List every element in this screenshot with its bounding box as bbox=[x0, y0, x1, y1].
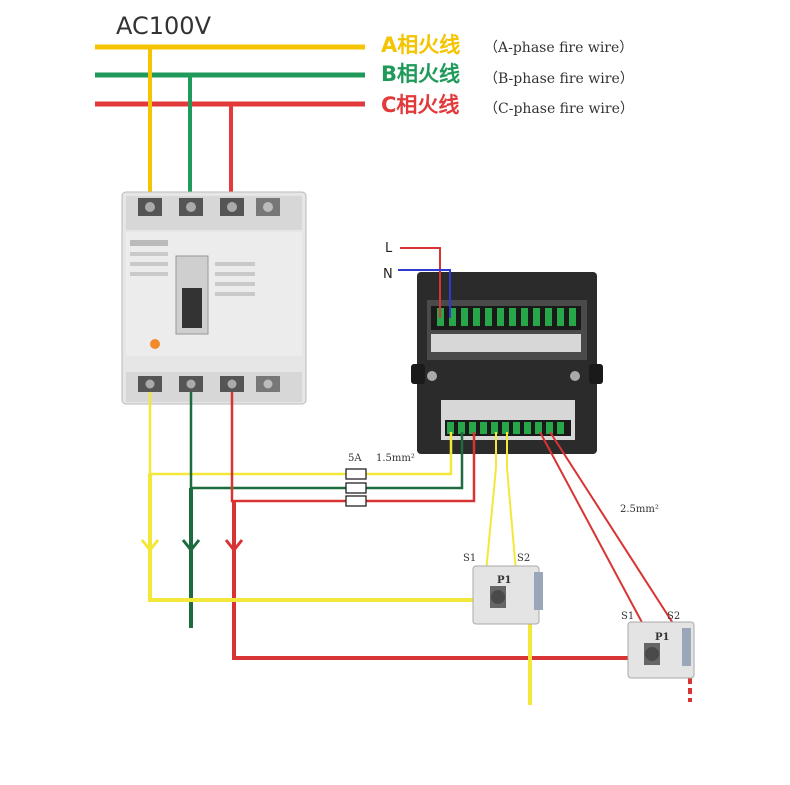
title: AC100V bbox=[116, 12, 212, 40]
phase-b-label: B相火线 bbox=[381, 62, 460, 86]
ct1-s1-wire bbox=[485, 432, 497, 573]
green-arrow bbox=[181, 539, 201, 553]
ct2-s2-label: S2 bbox=[667, 611, 680, 622]
current-transformer-2: P1 S1 S2 bbox=[621, 611, 695, 679]
wire-size-label-1: 1.5mm² bbox=[376, 453, 415, 464]
fuse-rating-label: 5A bbox=[348, 453, 362, 464]
fuse-yellow bbox=[345, 468, 367, 480]
n-wire bbox=[398, 269, 451, 318]
power-meter bbox=[411, 272, 603, 454]
yellow-arrow bbox=[140, 539, 160, 553]
fuse-red bbox=[345, 495, 367, 507]
fuse-green bbox=[345, 482, 367, 494]
ct2-s1-wire bbox=[539, 431, 646, 629]
red-arrow bbox=[224, 539, 244, 553]
l-label: L bbox=[385, 241, 393, 256]
phase-a-desc: （A-phase fire wire） bbox=[484, 40, 633, 56]
ct1-p1-label: P1 bbox=[497, 575, 511, 586]
ct2-s2-wire bbox=[549, 431, 677, 629]
l-wire bbox=[400, 247, 441, 318]
n-label: N bbox=[383, 267, 393, 282]
circuit-breaker bbox=[121, 191, 307, 405]
wire-size-label-2: 2.5mm² bbox=[620, 504, 659, 515]
ct2-p1-label: P1 bbox=[655, 632, 669, 643]
phase-b-desc: （B-phase fire wire） bbox=[484, 71, 634, 87]
green-voltage-wire bbox=[189, 392, 464, 490]
phase-c-label: C相火线 bbox=[381, 93, 459, 117]
current-transformer-1: P1 S1 S2 bbox=[463, 553, 543, 625]
phase-c-desc: （C-phase fire wire） bbox=[484, 101, 634, 117]
yellow-voltage-wire bbox=[148, 392, 453, 476]
ct1-s1-label: S1 bbox=[463, 553, 476, 564]
ct1-s2-wire bbox=[506, 432, 517, 573]
ct1-s2-label: S2 bbox=[517, 553, 530, 564]
phase-a-label: A相火线 bbox=[381, 33, 460, 57]
ct2-s1-label: S1 bbox=[621, 611, 634, 622]
